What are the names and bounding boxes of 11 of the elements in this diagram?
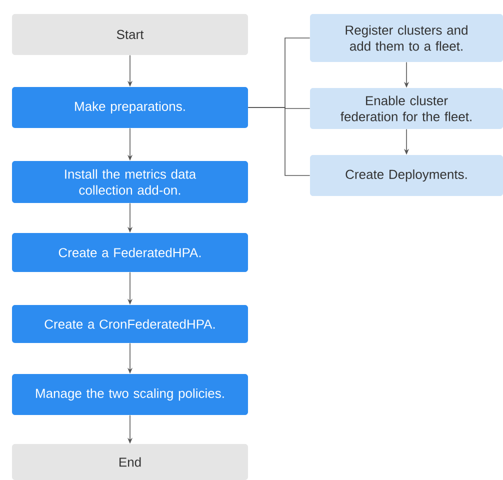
substep-box: Register clusters and add them to a fleet. (310, 14, 503, 62)
process-box: Create a CronFederatedHPA. (12, 305, 248, 343)
substep-box: Create Deployments. (310, 155, 503, 196)
substep-box: Enable cluster federation for the fleet. (310, 88, 503, 129)
connector-line (248, 107, 310, 176)
process-box: Install the metrics data collection add-on. (12, 161, 248, 203)
terminal-box: End (12, 444, 248, 480)
process-box: Make preparations. (12, 87, 248, 128)
process-box: Manage the two scaling policies. (12, 374, 248, 415)
process-box: Create a FederatedHPA. (12, 233, 248, 272)
terminal-box: Start (12, 14, 248, 55)
